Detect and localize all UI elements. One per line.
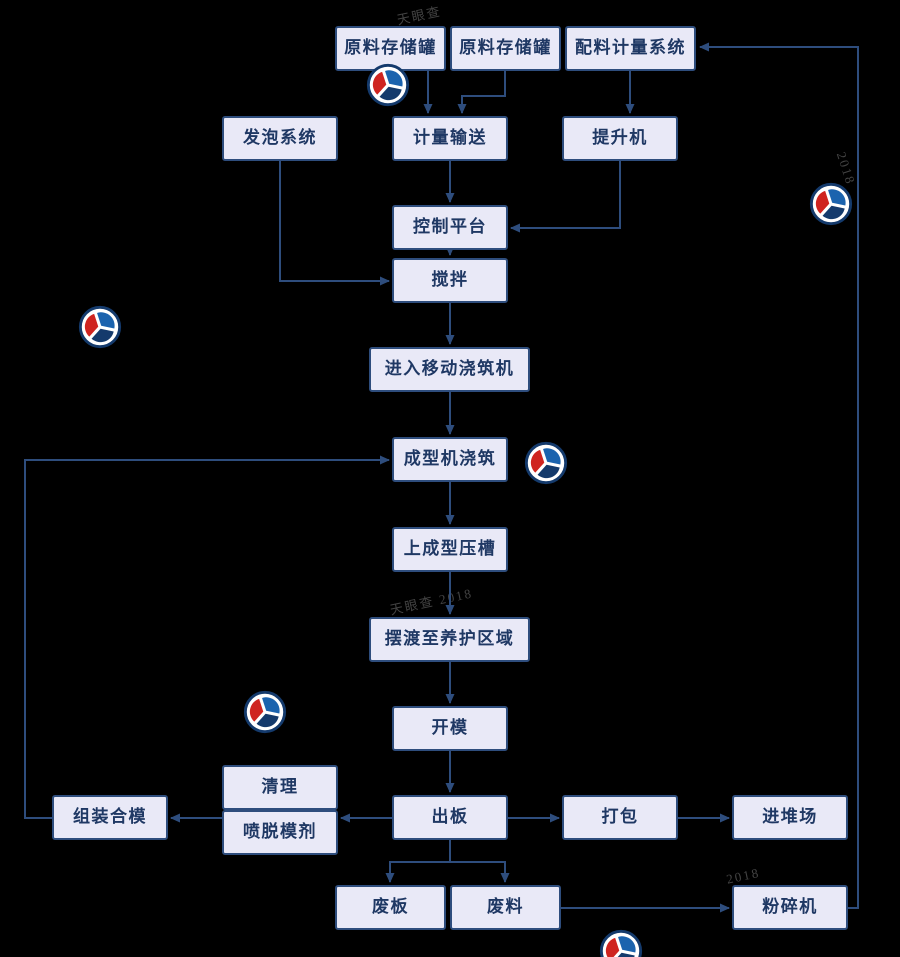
node-forming-machine-pouring: 成型机浇筑 [392,437,508,482]
node-board-output: 出板 [392,795,508,840]
node-forming-press-groove: 上成型压槽 [392,527,508,572]
node-packing: 打包 [562,795,678,840]
node-metering-conveyor: 计量输送 [392,116,508,161]
node-spray-release-agent: 喷脱模剂 [222,810,338,855]
node-mobile-pouring-machine: 进入移动浇筑机 [369,347,530,392]
tianyancha-logo-icon [77,304,123,350]
arrow-out-board-to-waste-board [385,840,451,883]
tianyancha-logo-icon [365,62,411,108]
node-foaming-system: 发泡系统 [222,116,338,161]
arrow-out-board-to-waste-mat [450,861,510,883]
node-stockyard: 进堆场 [732,795,848,840]
arrow-crusher-to-batching-recycle [699,42,859,909]
node-cleaning: 清理 [222,765,338,810]
node-crusher: 粉碎机 [732,885,848,930]
node-open-mold: 开模 [392,706,508,751]
tianyancha-logo-icon [598,928,644,957]
node-batching-metering-system: 配料计量系统 [565,26,696,71]
tianyancha-logo-icon [242,689,288,735]
arrow-tank2-to-metering [457,71,506,114]
node-raw-material-tank-2: 原料存储罐 [450,26,561,71]
node-waste-material: 废料 [450,885,561,930]
node-control-platform: 控制平台 [392,205,508,250]
node-ferry-to-curing-area: 摆渡至养护区域 [369,617,530,662]
tianyancha-logo-icon [523,440,569,486]
arrow-foaming-to-stir [279,161,390,286]
arrow-hoist-to-control [510,161,621,233]
node-stirring: 搅拌 [392,258,508,303]
node-raw-material-tank-1: 原料存储罐 [335,26,446,71]
arrow-assemble-to-forming-feedback [24,455,390,819]
node-waste-board: 废板 [335,885,446,930]
node-assemble-close-mold: 组装合模 [52,795,168,840]
node-hoist: 提升机 [562,116,678,161]
tianyancha-logo-icon [808,181,854,227]
